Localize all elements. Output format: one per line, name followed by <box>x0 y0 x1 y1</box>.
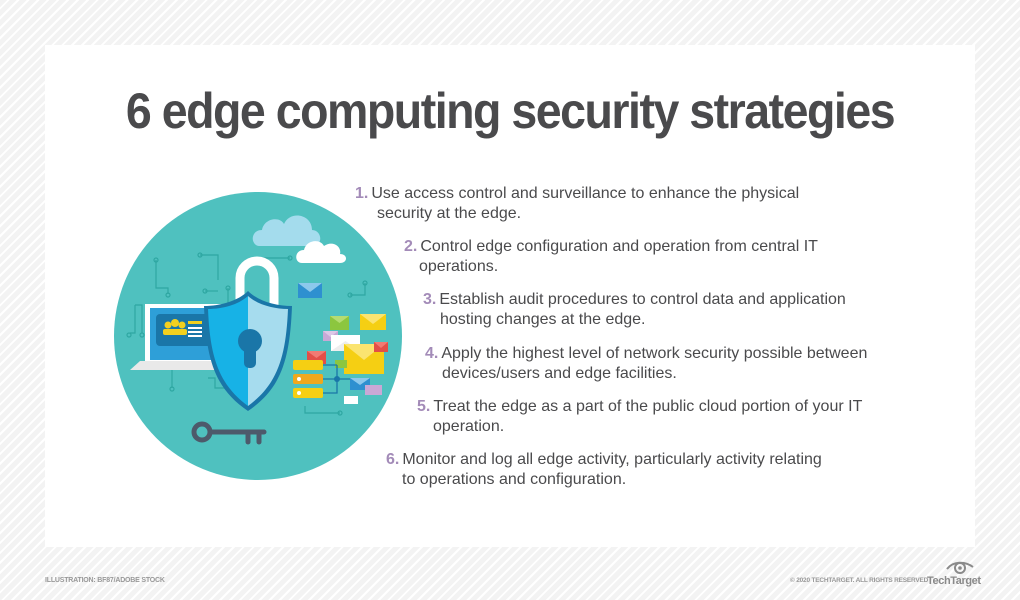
strategy-item-6: 6.Monitor and log all edge activity, par… <box>386 450 822 490</box>
strategy-number: 6. <box>386 451 400 468</box>
strategy-number: 1. <box>355 185 369 202</box>
techtarget-logo: TechTarget <box>927 575 981 587</box>
page-title: 6 edge computing security strategies <box>125 83 896 139</box>
strategy-text-cont: operations. <box>419 258 499 275</box>
strategy-number: 5. <box>417 398 431 415</box>
strategy-text-cont: operation. <box>433 418 505 435</box>
strategy-number: 3. <box>423 291 437 308</box>
strategy-item-3: 3.Establish audit procedures to control … <box>423 290 846 330</box>
illustration-credit: ILLUSTRATION: BF87/ADOBE STOCK <box>45 577 165 584</box>
padlock-icon <box>235 256 279 316</box>
email-icon <box>330 316 349 330</box>
users-icon <box>163 319 187 335</box>
strategy-text: Control edge configuration and operation… <box>420 238 818 255</box>
strategy-text: Use access control and surveillance to e… <box>371 185 800 202</box>
email-icon <box>365 385 382 395</box>
cloud-icon <box>296 241 346 263</box>
strategy-text-cont: devices/users and edge facilities. <box>442 365 677 382</box>
strategy-item-2: 2.Control edge configuration and operati… <box>404 237 818 277</box>
cloud-icon <box>252 215 321 246</box>
strategy-text-cont: hosting changes at the edge. <box>440 311 646 328</box>
strategy-text-cont: security at the edge. <box>377 205 522 222</box>
copyright-notice: © 2020 TECHTARGET. ALL RIGHTS RESERVED <box>790 577 929 584</box>
strategy-text: Establish audit procedures to control da… <box>439 291 846 308</box>
email-icon <box>323 331 338 341</box>
strategy-number: 4. <box>425 345 439 362</box>
server-icon <box>293 360 350 398</box>
strategy-text: Treat the edge as a part of the public c… <box>433 398 863 415</box>
strategy-text-cont: to operations and configuration. <box>402 471 627 488</box>
strategy-text: Monitor and log all edge activity, parti… <box>402 451 822 468</box>
strategy-item-4: 4.Apply the highest level of network sec… <box>425 344 867 384</box>
email-icon <box>360 314 386 330</box>
email-icon <box>374 342 388 352</box>
security-illustration <box>114 192 402 480</box>
key-icon <box>191 421 267 445</box>
strategy-text: Apply the highest level of network secur… <box>441 345 868 362</box>
email-icon <box>298 283 322 298</box>
email-icon <box>335 360 347 368</box>
email-icon <box>344 396 358 404</box>
strategy-item-5: 5.Treat the edge as a part of the public… <box>417 397 862 437</box>
shield-lock-icon <box>204 291 292 411</box>
strategy-item-1: 1.Use access control and surveillance to… <box>355 184 799 224</box>
strategy-number: 2. <box>404 238 418 255</box>
techtarget-eye-icon <box>946 561 974 574</box>
